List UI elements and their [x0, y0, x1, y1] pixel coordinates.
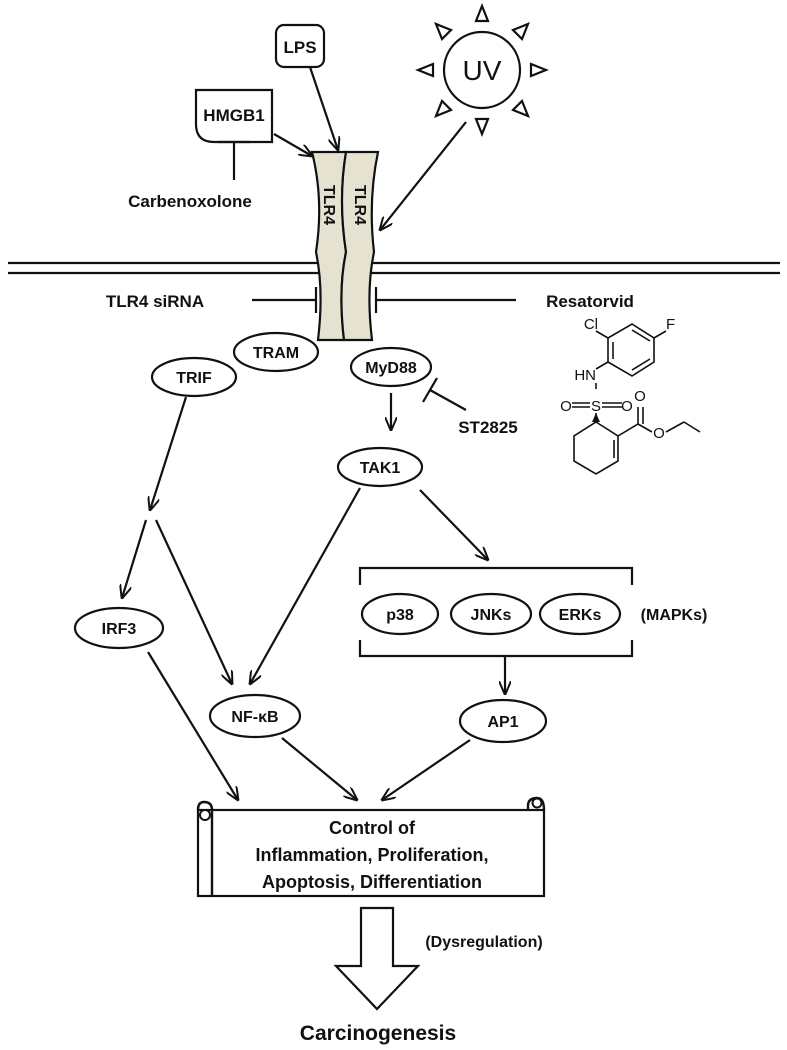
irf3-to-outcome-arrow: [147, 651, 238, 800]
carcinogenesis-label: Carcinogenesis: [300, 1022, 456, 1045]
outcome-line-2: Inflammation, Proliferation,: [255, 845, 488, 865]
dysregulation-block-arrow: [333, 906, 421, 1011]
tram-node: TRAM: [232, 331, 320, 373]
lps-label: LPS: [283, 38, 316, 57]
carbenoxolone-label: Carbenoxolone: [128, 192, 252, 211]
ap1-label: AP1: [487, 714, 518, 731]
trif-label: TRIF: [176, 370, 212, 387]
trif-node: TRIF: [150, 356, 238, 398]
lps-to-tlr4-arrow: [308, 66, 338, 150]
myd88-node: MyD88: [349, 346, 433, 388]
p38-node: p38: [360, 592, 440, 636]
mol-o-ester: O: [653, 425, 665, 442]
uv-label: UV: [463, 55, 502, 86]
nfkb-to-outcome-arrow: [281, 737, 357, 800]
irf3-node: IRF3: [73, 606, 165, 650]
st2825-inhibition-line: [429, 389, 467, 411]
hmgb1-label: HMGB1: [203, 106, 264, 125]
tram-label: TRAM: [253, 345, 299, 362]
mapks-label: (MAPKs): [641, 607, 708, 624]
tak1-to-mapks-arrow: [419, 489, 488, 560]
mol-o-right: O: [621, 398, 633, 415]
outcome-line-1: Control of: [329, 818, 416, 838]
mol-hn: HN: [574, 367, 596, 384]
tak1-label: TAK1: [360, 460, 401, 477]
wedge-bond: [592, 413, 600, 422]
mol-o-left: O: [560, 398, 572, 415]
tak1-to-nfkb-arrow: [250, 487, 361, 684]
resatorvid-label: Resatorvid: [546, 292, 634, 311]
st2825-label: ST2825: [458, 418, 518, 437]
tak1-node: TAK1: [336, 446, 424, 488]
mol-s: S: [591, 398, 601, 415]
lps-node: LPS: [274, 23, 326, 69]
mol-cl: Cl: [584, 316, 598, 333]
mol-o-carbonyl: O: [634, 388, 646, 405]
trif-to-irf3-arrow: [122, 519, 148, 598]
erks-label: ERKs: [559, 607, 602, 624]
ap1-to-outcome-arrow: [382, 739, 471, 800]
erks-node: ERKs: [538, 592, 622, 636]
nfkb-label: NF-κB: [231, 709, 278, 726]
resatorvid-structure: Cl F HN S O O O O: [560, 316, 701, 475]
hmgb1-to-tlr4-arrow: [273, 133, 312, 156]
uv-sun-icon: UV: [415, 3, 549, 137]
trif-down-arrow: [150, 396, 188, 510]
p38-label: p38: [386, 607, 414, 624]
ap1-node: AP1: [458, 698, 548, 744]
jnks-node: JNKs: [449, 592, 533, 636]
tlr4-left-label: TLR4: [320, 185, 337, 225]
nfkb-node: NF-κB: [208, 693, 302, 739]
myd88-label: MyD88: [365, 360, 417, 377]
outcome-scroll: Control of Inflammation, Proliferation, …: [196, 796, 546, 898]
mapks-bracket-top: [358, 566, 634, 585]
mapks-bracket-bottom: [358, 640, 634, 658]
tlr4-sirna-label: TLR4 siRNA: [106, 292, 204, 311]
uv-to-tlr4-arrow: [380, 121, 467, 230]
outcome-line-3: Apoptosis, Differentiation: [262, 872, 482, 892]
mol-f: F: [666, 316, 675, 333]
hmgb1-node: HMGB1: [194, 88, 274, 144]
st2825-inhibition-bar: [422, 377, 438, 403]
tlr4-right-label: TLR4: [351, 185, 368, 225]
dysregulation-label: (Dysregulation): [425, 934, 542, 951]
trif-to-nfkb-arrow: [155, 519, 232, 684]
tlr4-receptor: TLR4 TLR4: [310, 150, 380, 342]
irf3-label: IRF3: [102, 621, 137, 638]
jnks-label: JNKs: [471, 607, 512, 624]
